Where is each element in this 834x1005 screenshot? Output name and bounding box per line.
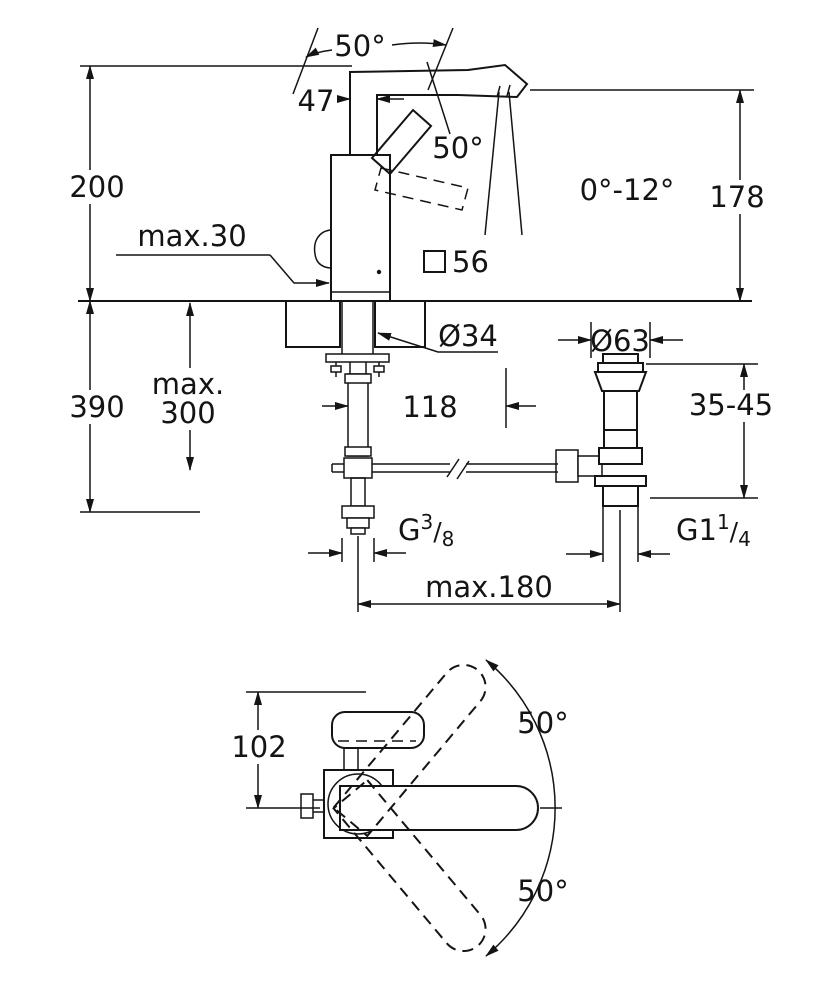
dim-label-200: 200 — [69, 170, 124, 204]
spout — [349, 63, 529, 155]
plan-faucet — [300, 659, 562, 957]
dim-label-g38: G3/8 — [398, 510, 454, 551]
dim-label-swing-up: 50° — [517, 706, 568, 740]
rod-clamp — [343, 457, 373, 479]
handle-angle-line — [426, 61, 451, 135]
side-view: 200 178 50° 47 50° 0°-12° max.30 — [68, 27, 773, 612]
supply-hose — [341, 373, 375, 535]
faucet-body — [330, 154, 391, 302]
dim-label-max300-line1: max. — [152, 367, 224, 401]
dim-label-max180: max.180 — [425, 570, 553, 604]
handle-lever-dashed — [374, 167, 469, 211]
tilt-line-left — [484, 91, 500, 236]
dim-label-max30: max.30 — [137, 219, 246, 253]
plan-spout-dashed-down — [332, 778, 487, 953]
dim-label-390: 390 — [69, 390, 124, 424]
waste-tailpiece — [602, 485, 639, 507]
counter-section — [285, 300, 426, 377]
plan-pop-up-rod — [300, 793, 314, 819]
pop-up-hook — [313, 229, 331, 269]
dim-label-178: 178 — [709, 180, 764, 214]
dim-label-handle-50: 50° — [432, 131, 483, 165]
drain-assembly — [577, 353, 648, 507]
g38-nut — [341, 505, 375, 519]
dim-label-swing-down: 50° — [517, 874, 568, 908]
dim-label-56: 56 — [452, 245, 489, 279]
dim-label-47: 47 — [298, 84, 335, 118]
side-view-dimensions: 200 178 50° 47 50° 0°-12° max.30 — [68, 27, 773, 612]
faucet-outline — [313, 61, 529, 302]
tilt-line-right — [508, 91, 523, 236]
dim-label-g114: G11/4 — [676, 510, 751, 551]
swing-arc — [485, 659, 556, 957]
mounting-plate — [325, 353, 390, 363]
dim-label-max300-line2: 300 — [160, 396, 215, 430]
dim-label-35-45: 35-45 — [689, 388, 773, 422]
dim-label-118: 118 — [402, 390, 457, 424]
plan-spout-dashed-up — [332, 663, 487, 838]
set-screw — [376, 269, 382, 275]
dim-label-102: 102 — [231, 730, 286, 764]
dim-label-tilt-range: 0°-12° — [580, 173, 675, 207]
square-symbol — [423, 250, 446, 273]
plan-view: 102 50° 50° — [230, 659, 569, 957]
plan-spout — [339, 785, 539, 831]
rod-knob — [555, 449, 579, 483]
dim-label-swivel-50: 50° — [334, 29, 385, 63]
waste-boss — [577, 455, 603, 477]
plan-view-dimensions: 102 50° 50° — [230, 691, 569, 908]
plan-handle — [331, 711, 425, 749]
dim-label-dia34: Ø34 — [438, 319, 498, 353]
handle-lever — [370, 108, 433, 176]
dim-label-dia63: Ø63 — [590, 324, 650, 358]
